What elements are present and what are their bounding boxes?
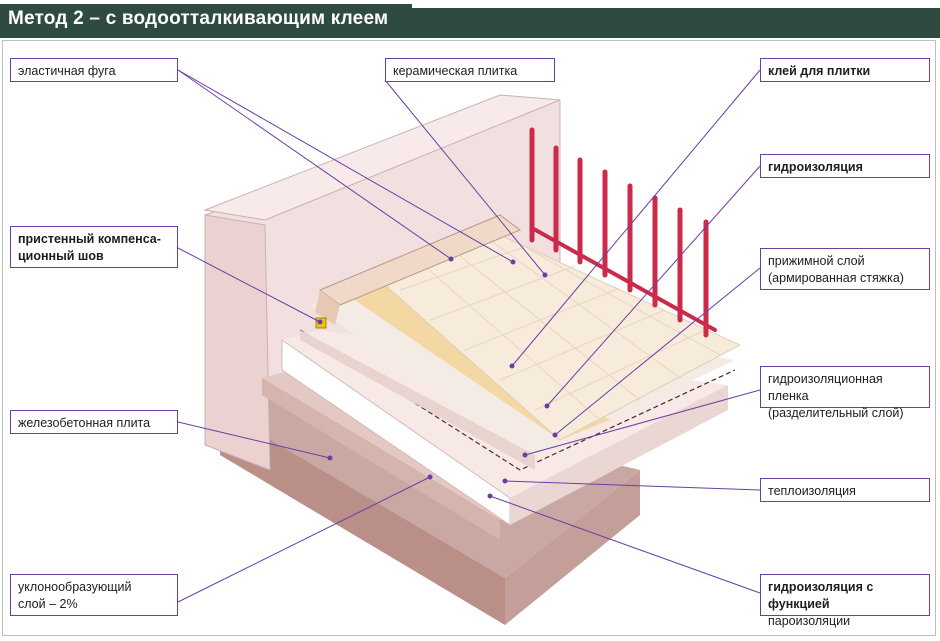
label-text: ционный шов bbox=[18, 249, 104, 263]
label-text: гидроизоляционная пленка bbox=[768, 372, 883, 403]
label-text: гидроизоляция с функцией bbox=[768, 580, 874, 611]
label-text: гидроизоляция bbox=[768, 160, 863, 174]
label-text: прижимной слой bbox=[768, 254, 865, 268]
slope-layer-front bbox=[262, 378, 500, 540]
insulation-side bbox=[510, 385, 728, 525]
label-thermal-insulation: теплоизоляция bbox=[760, 478, 930, 502]
label-elastic-joint: эластичная фуга bbox=[10, 58, 178, 82]
label-text: пароизоляции bbox=[768, 614, 851, 628]
header: Метод 2 – с водоотталкивающим клеем bbox=[0, 0, 940, 40]
separation-film-line bbox=[299, 329, 736, 471]
label-text: слой – 2% bbox=[18, 597, 78, 611]
slab-front-face bbox=[220, 410, 505, 625]
label-text: теплоизоляция bbox=[768, 484, 856, 498]
label-text: пристенный компенса- bbox=[18, 232, 161, 246]
rebar bbox=[529, 127, 717, 338]
wall-top bbox=[203, 94, 561, 221]
label-text: железобетонная плита bbox=[18, 416, 151, 430]
label-text: уклонообразующий bbox=[18, 580, 132, 594]
label-text: эластичная фуга bbox=[18, 64, 116, 78]
label-wall-compensation-joint: пристенный компенса- ционный шов bbox=[10, 226, 178, 268]
label-waterproofing: гидроизоляция bbox=[760, 154, 930, 178]
screed-front bbox=[300, 330, 535, 470]
label-tile-adhesive: клей для плитки bbox=[760, 58, 930, 82]
leader-dots bbox=[317, 256, 558, 499]
label-reinforced-slab: железобетонная плита bbox=[10, 410, 178, 434]
wall-tile-edge bbox=[315, 290, 340, 325]
label-text: клей для плитки bbox=[768, 64, 871, 78]
label-text: керамическая плитка bbox=[393, 64, 518, 78]
wall-left-face bbox=[204, 214, 271, 471]
leader-lines bbox=[177, 69, 761, 603]
tile-grid bbox=[399, 239, 721, 421]
label-text: (разделительный слой) bbox=[768, 406, 904, 420]
label-ceramic-tile: керамическая плитка bbox=[385, 58, 555, 82]
header-tab bbox=[0, 4, 412, 38]
label-slope-layer: уклонообразующий слой – 2% bbox=[10, 574, 178, 616]
label-vapor-barrier: гидроизоляция с функцией пароизоляции bbox=[760, 574, 930, 628]
label-pressure-layer: прижимной слой (армированная стяжка) bbox=[760, 248, 930, 290]
label-waterproofing-film: гидроизоляционная пленка (разделительный… bbox=[760, 366, 930, 420]
diagram-frame bbox=[2, 40, 936, 636]
page-title: Метод 2 – с водоотталкивающим клеем bbox=[8, 8, 389, 29]
label-text: (армированная стяжка) bbox=[768, 271, 904, 285]
slab-side-face bbox=[505, 470, 640, 625]
